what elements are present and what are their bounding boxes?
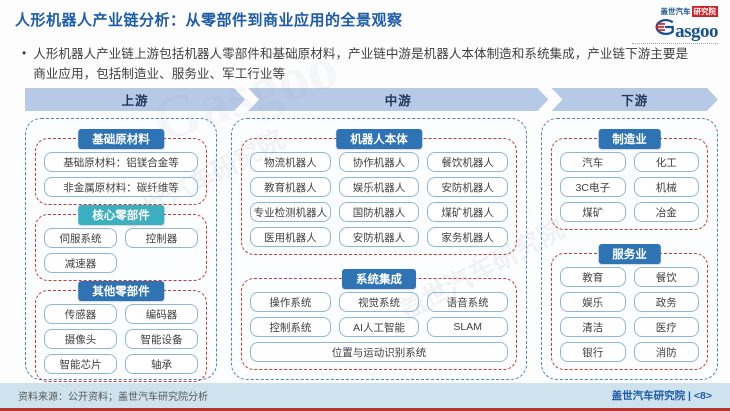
logo-latin-text: asgoo xyxy=(675,21,718,42)
item-box: 操作系统 xyxy=(250,292,331,312)
item-box: 煤矿机器人 xyxy=(427,202,508,222)
column-upstream: 基础原材料基础原材料：铝镁合金等非金属原材料：碳纤维等核心零部件伺服系统控制器减… xyxy=(25,118,217,382)
section-manufacturing: 制造业汽车化工 3C电子机械煤矿冶金 xyxy=(551,129,708,230)
section-header-manufacturing: 制造业 xyxy=(598,129,661,149)
item-box: 基础原材料：铝镁合金等 xyxy=(44,152,198,172)
column-midstream: 机器人本体物流机器人协作机器人餐饮机器人教育机器人娱乐机器人安防机器人专业检测机… xyxy=(231,118,527,380)
item-box: 传感器 xyxy=(44,304,117,324)
item-box: 娱乐 xyxy=(560,292,626,312)
section-header-system-integration: 系统集成 xyxy=(342,269,416,289)
industry-chain-columns: 基础原材料基础原材料：铝镁合金等非金属原材料：碳纤维等核心零部件伺服系统控制器减… xyxy=(25,118,718,382)
item-box: 机械 xyxy=(633,177,699,197)
section-raw-materials: 基础原材料基础原材料：铝镁合金等非金属原材料：碳纤维等 xyxy=(35,129,207,205)
section-header-core-components: 核心零部件 xyxy=(78,205,164,225)
gasgoo-logo: 盖世汽车 研究院 asgoo xyxy=(632,6,718,46)
item-box: 教育 xyxy=(560,267,626,287)
section-other-components: 其他零部件传感器编码器摄像头智能设备智能芯片轴承 xyxy=(35,281,207,382)
item-box: 医疗 xyxy=(633,317,699,337)
item-box: 轴承 xyxy=(125,354,198,374)
item-box: 冶金 xyxy=(633,202,699,222)
section-core-components: 核心零部件伺服系统控制器减速器 xyxy=(35,205,207,281)
item-box: 银行 xyxy=(560,342,626,362)
item-box: 物流机器人 xyxy=(250,152,331,172)
footer-brand: 盖世汽车研究院 | <8> xyxy=(611,390,712,402)
item-box: AI人工智能 xyxy=(338,317,420,337)
section-box-manufacturing: 汽车化工 3C电子机械煤矿冶金 xyxy=(551,138,708,230)
section-box-robot-body: 物流机器人协作机器人餐饮机器人教育机器人娱乐机器人安防机器人专业检测机器人国防机… xyxy=(241,138,517,255)
bullet-dot: • xyxy=(22,46,27,60)
item-box: 伺服系统 xyxy=(44,228,117,248)
item-box: 教育机器人 xyxy=(250,177,331,197)
section-header-other-components: 其他零部件 xyxy=(78,281,164,301)
gasgoo-g-icon xyxy=(652,17,675,41)
item-box: 编码器 xyxy=(125,304,198,324)
item-box: 摄像头 xyxy=(44,329,117,349)
intro-text: 人形机器人产业链上游包括机器人零部件和基础原材料，产业链中游是机器人本体制造和系… xyxy=(33,47,689,82)
item-box: SLAM xyxy=(427,317,508,337)
item-box: 专业检测机器人 xyxy=(250,202,331,222)
item-box: 协作机器人 xyxy=(338,152,420,172)
item-box: 化工 xyxy=(633,152,699,172)
item-box: 清洁 xyxy=(560,317,626,337)
item-box: 消防 xyxy=(633,342,699,362)
stage-downstream: 下游 xyxy=(551,88,718,111)
section-header-raw-materials: 基础原材料 xyxy=(78,129,164,149)
stage-band: 上游中游下游 xyxy=(25,88,718,111)
item-box: 煤矿 xyxy=(560,202,626,222)
item-box: 汽车 xyxy=(560,152,626,172)
logo-wordmark: asgoo xyxy=(652,17,718,41)
section-system-integration: 系统集成操作系统视觉系统语音系统控制系统 AI人工智能 SLAM 位置与运动识别系统 xyxy=(241,269,517,370)
item-box: 安防机器人 xyxy=(338,227,420,247)
item-box: 3C电子 xyxy=(560,177,626,197)
section-box-core-components: 伺服系统控制器减速器 xyxy=(35,214,207,281)
item-box: 家务机器人 xyxy=(427,227,508,247)
section-header-robot-body: 机器人本体 xyxy=(336,129,422,149)
item-box: 减速器 xyxy=(44,253,117,273)
section-header-services: 服务业 xyxy=(598,244,661,264)
bottom-accent-bar xyxy=(0,408,730,411)
logo-cn-blue: 盖世汽车 xyxy=(660,7,691,16)
item-box: 餐饮机器人 xyxy=(427,152,508,172)
item-box: 娱乐机器人 xyxy=(338,177,420,197)
item-box: 控制器 xyxy=(125,228,198,248)
page-title: 人形机器人产业链分析：从零部件到商业应用的全景观察 xyxy=(15,12,403,29)
logo-cn-red-badge: 研究院 xyxy=(691,6,718,17)
item-box: 医用机器人 xyxy=(250,227,331,247)
item-box: 语音系统 xyxy=(427,292,508,312)
section-robot-body: 机器人本体物流机器人协作机器人餐饮机器人教育机器人娱乐机器人安防机器人专业检测机… xyxy=(241,129,517,255)
item-box: 智能芯片 xyxy=(44,354,117,374)
intro-bullet: • 人形机器人产业链上游包括机器人零部件和基础原材料，产业链中游是机器人本体制造… xyxy=(22,44,694,85)
section-box-services: 教育餐饮娱乐政务清洁医疗银行消防 xyxy=(551,253,708,370)
item-box: 视觉系统 xyxy=(338,292,420,312)
item-box: 餐饮 xyxy=(633,267,699,287)
item-box: 政务 xyxy=(633,292,699,312)
logo-divider xyxy=(632,43,718,46)
logo-subtitle: 盖世汽车 研究院 xyxy=(660,6,718,17)
stage-midstream: 中游 xyxy=(248,88,548,111)
section-services: 服务业教育餐饮娱乐政务清洁医疗银行消防 xyxy=(551,244,708,370)
section-box-system-integration: 操作系统视觉系统语音系统控制系统 AI人工智能 SLAM 位置与运动识别系统 xyxy=(241,278,517,370)
section-box-raw-materials: 基础原材料：铝镁合金等非金属原材料：碳纤维等 xyxy=(35,138,207,205)
item-box: 非金属原材料：碳纤维等 xyxy=(44,177,198,197)
item-box-wide: 位置与运动识别系统 xyxy=(250,342,508,362)
stage-upstream: 上游 xyxy=(25,88,245,111)
item-box: 安防机器人 xyxy=(427,177,508,197)
item-box: 智能设备 xyxy=(125,329,198,349)
item-box: 国防机器人 xyxy=(338,202,420,222)
item-box: 控制系统 xyxy=(250,317,331,337)
source-note: 资料来源：公开资料；盖世汽车研究院分析 xyxy=(18,392,208,403)
section-box-other-components: 传感器编码器摄像头智能设备智能芯片轴承 xyxy=(35,290,207,382)
footer-bar: 资料来源：公开资料；盖世汽车研究院分析 盖世汽车研究院 | <8> xyxy=(0,383,730,408)
